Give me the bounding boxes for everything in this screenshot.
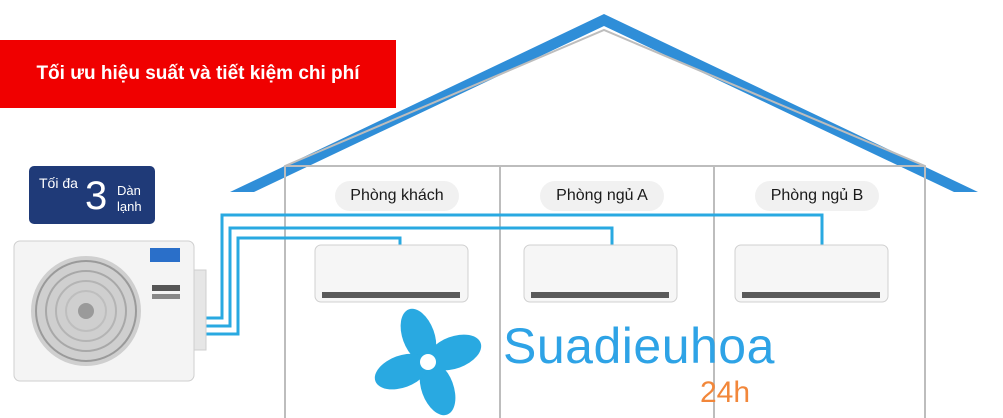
room-label-bedroom-b: Phòng ngủ B bbox=[755, 181, 879, 211]
headline-text: Tối ưu hiệu suất và tiết kiệm chi phí bbox=[36, 63, 360, 84]
house-outline bbox=[284, 28, 926, 418]
max-units-number: 3 bbox=[85, 174, 108, 218]
max-units-badge: Tối đa 3 Dàn lạnh bbox=[29, 166, 155, 224]
indoor-unit-icon bbox=[314, 244, 889, 303]
outdoor-unit-icon bbox=[13, 240, 207, 382]
room-label-living: Phòng khách bbox=[335, 181, 459, 211]
room-label-bedroom-a: Phòng ngủ A bbox=[540, 181, 664, 211]
headline-banner: Tối ưu hiệu suất và tiết kiệm chi phí bbox=[0, 40, 396, 108]
room-label-text: Phòng ngủ A bbox=[556, 187, 648, 204]
fan-logo-icon bbox=[374, 308, 482, 416]
room-label-text: Phòng khách bbox=[350, 187, 444, 204]
pipes bbox=[200, 213, 824, 336]
watermark-suffix: 24h bbox=[700, 376, 751, 409]
max-units-prefix: Tối đa bbox=[39, 175, 78, 191]
watermark-brand: Suadieuhoa bbox=[503, 318, 775, 374]
room-label-text: Phòng ngủ B bbox=[770, 187, 864, 204]
max-units-unit: Dàn lạnh bbox=[117, 183, 142, 214]
